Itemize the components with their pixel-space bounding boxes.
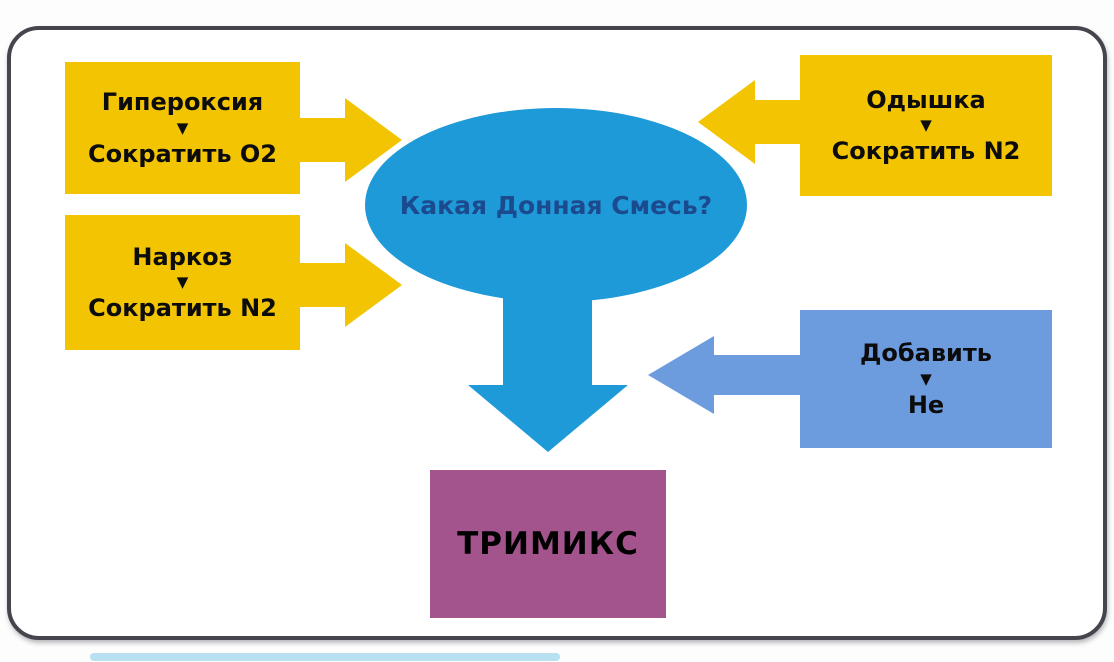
helium-title: Добавить (860, 339, 992, 368)
center-question-label: Какая Донная Смесь? (399, 190, 713, 220)
trimix-label: ТРИМИКС (457, 526, 639, 562)
dyspnea-title: Одышка (866, 85, 986, 114)
narcosis-box: Наркоз ▼ Сократить N2 (65, 215, 300, 350)
narcosis-action: Сократить N2 (88, 294, 277, 322)
scan-artifact (90, 653, 560, 661)
dyspnea-box: Одышка ▼ Сократить N2 (800, 55, 1052, 196)
trimix-result-box: ТРИМИКС (430, 470, 666, 618)
narcosis-title: Наркоз (132, 242, 233, 271)
helium-action: He (907, 390, 945, 419)
helium-box: Добавить ▼ He (800, 310, 1052, 448)
down-triangle-icon: ▼ (176, 118, 189, 137)
center-question-ellipse: Какая Донная Смесь? (365, 108, 747, 302)
down-triangle-icon: ▼ (176, 273, 189, 291)
hyperoxia-box: Гипероксия ▼ Сократить О2 (65, 62, 300, 194)
hyperoxia-title: Гипероксия (101, 88, 264, 117)
down-triangle-icon: ▼ (920, 369, 932, 388)
dyspnea-action: Сократить N2 (831, 137, 1021, 165)
down-triangle-icon: ▼ (920, 116, 932, 134)
hyperoxia-action: Сократить О2 (87, 139, 278, 168)
